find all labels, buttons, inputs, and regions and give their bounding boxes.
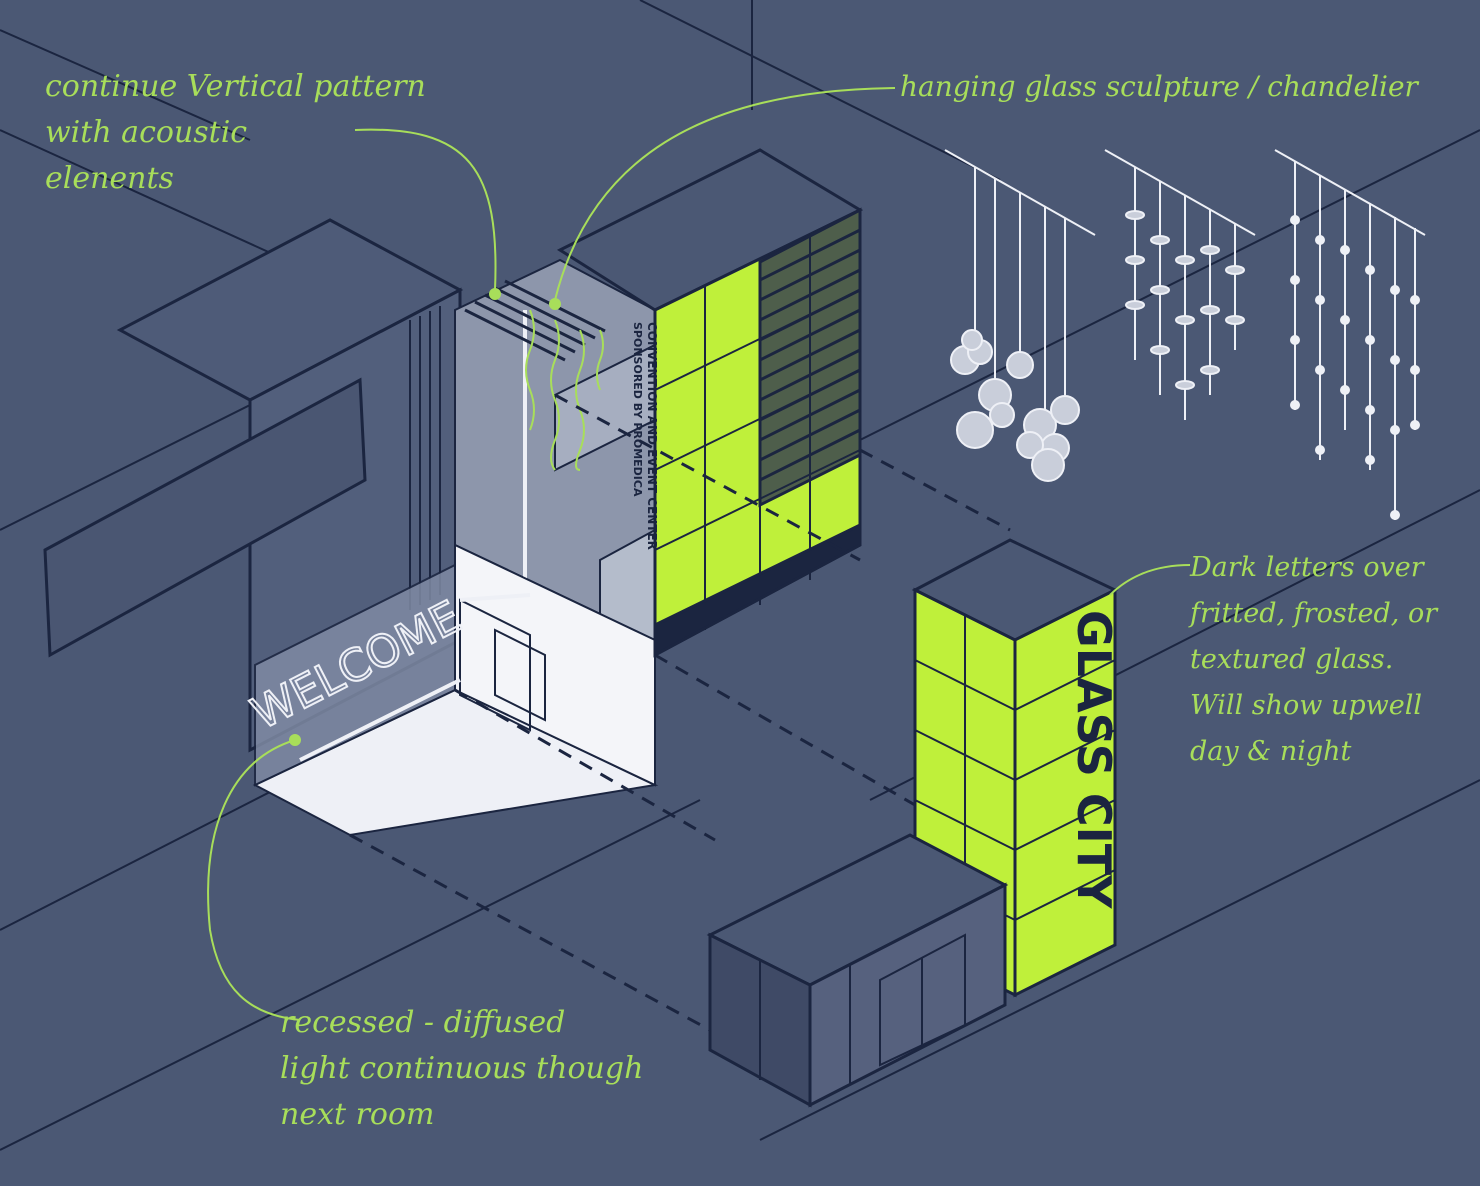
note-dark-letters: Dark letters over fritted, frosted, or t… (1190, 552, 1438, 767)
dot-chandelier-icon (1274, 149, 1426, 520)
note-recessed-light: recessed - diffused light continuous tho… (280, 1005, 644, 1132)
sponsor-sign-line1: CONVENTION AND EVENT CENTER (645, 322, 659, 550)
sponsor-sign-line2: SPONSORED BY PROMEDICA (631, 322, 644, 497)
entrance-block (706, 833, 1009, 1108)
leader-lines (207, 87, 1191, 1021)
glass-city-sign: GLASS CITY (1067, 610, 1121, 909)
ceiling-chandelier-icon (944, 149, 1096, 415)
site-lines (0, 0, 1480, 1151)
disc-chandelier-icon (1104, 149, 1256, 420)
glass-tower-left: CONVENTION AND EVENT CENTER SPONSORED BY… (556, 148, 864, 658)
lobby (252, 543, 659, 837)
mullions (654, 236, 861, 630)
acoustic-baffles (464, 279, 606, 362)
note-chandelier: hanging glass sculpture / chandelier (900, 70, 1418, 103)
bubble-chandelier-icon (950, 329, 1080, 482)
note-vertical-pattern: continue Vertical pattern with acoustic … (45, 69, 426, 196)
projection-lines (349, 393, 1011, 1032)
